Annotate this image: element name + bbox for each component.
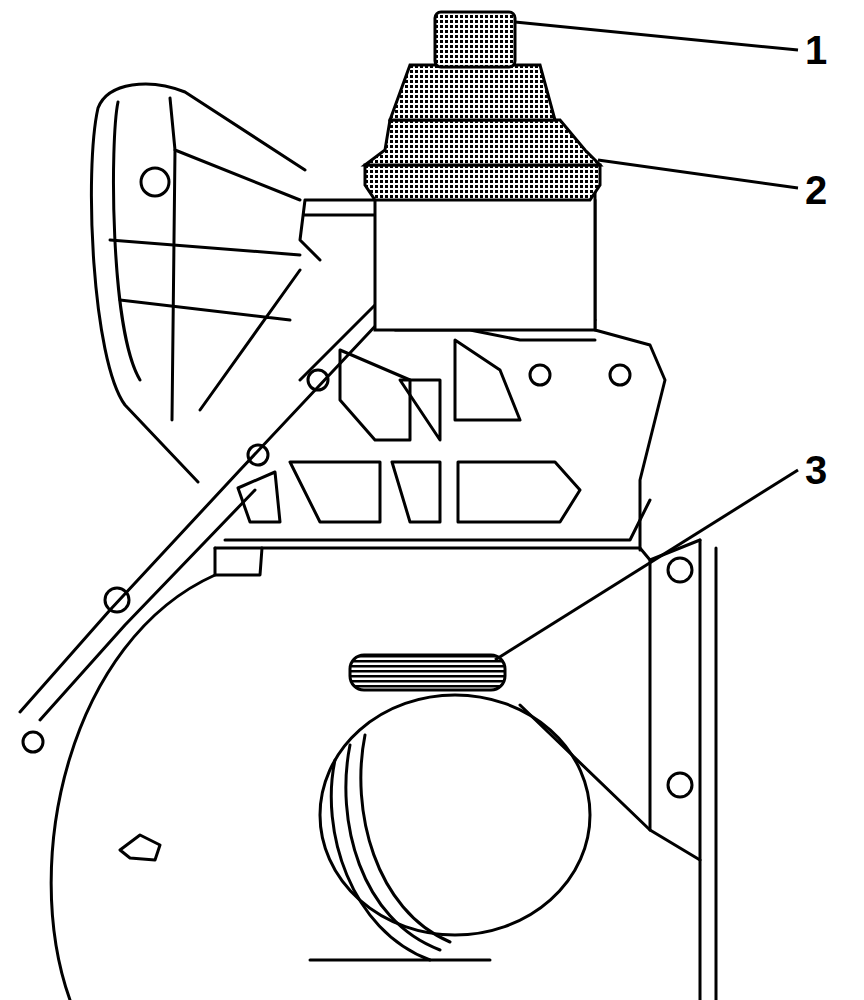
cover-outline [110, 240, 300, 410]
cover-outline [170, 98, 300, 200]
cover-outline [141, 168, 169, 196]
cover-outline [215, 548, 700, 860]
cover-outline [700, 540, 716, 1000]
cover-outline [120, 705, 650, 860]
cover-outline [310, 959, 490, 962]
cover-outline [610, 365, 630, 385]
cover-outline [392, 462, 440, 522]
cover-outline [20, 84, 716, 1000]
cover-outline [23, 732, 43, 752]
installer-tool [435, 12, 515, 67]
installer-tool [375, 190, 595, 330]
installer-tool [365, 12, 600, 330]
installer-tool [390, 65, 555, 120]
cover-outline [105, 588, 129, 612]
cover-outline [455, 340, 520, 420]
cover-outline [172, 150, 175, 420]
cover-outline [91, 84, 305, 482]
cover-outline [40, 490, 255, 720]
installer-tool [365, 120, 600, 165]
cover-outline [300, 200, 380, 260]
leader-lines [598, 160, 798, 188]
cover-outline [331, 735, 450, 960]
callout-number: 2 [803, 170, 829, 210]
leader-lines [495, 470, 798, 660]
callout-number: 3 [803, 450, 829, 490]
cover-outline [308, 370, 328, 390]
cover-outline [530, 365, 550, 385]
cover-outline [290, 462, 380, 522]
installer-tool [365, 165, 600, 200]
cover-outline [51, 575, 215, 1000]
seal-part [350, 655, 505, 690]
leader-lines [515, 22, 798, 50]
cover-outline [668, 773, 692, 797]
cover-outline [248, 445, 268, 465]
cover-outline [340, 350, 410, 440]
cover-outline [458, 462, 580, 522]
cover-outline [215, 548, 262, 575]
cover-outline [400, 380, 440, 440]
cover-outline [225, 500, 650, 540]
leader-lines [495, 22, 798, 660]
cover-outline [668, 558, 692, 582]
cover-outline [238, 472, 280, 522]
callout-number: 1 [803, 30, 829, 70]
